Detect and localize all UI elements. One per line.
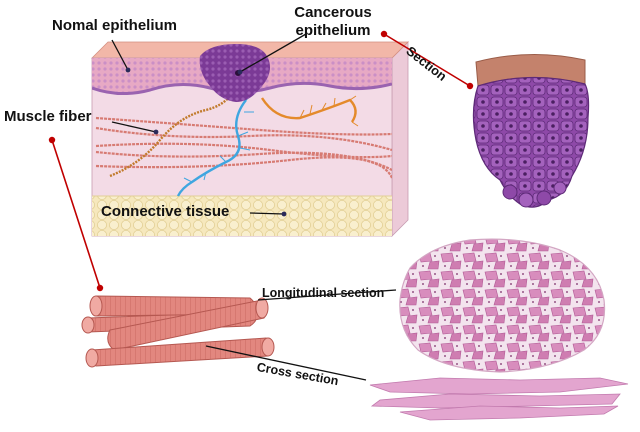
dermis-muscle-fibers <box>95 116 392 179</box>
red-connectors <box>51 33 471 289</box>
pointer-dot-tumor <box>237 69 243 75</box>
pointer-dot-epithelium <box>125 67 131 73</box>
red-dot-muscle-start <box>48 136 56 144</box>
tumor-section <box>472 53 590 208</box>
nerve-orange-right <box>260 97 357 123</box>
label-connective-tissue: Connective tissue <box>101 203 230 220</box>
muscle-fiber-bundle <box>81 295 275 368</box>
pointer-lines <box>111 33 397 381</box>
label-normal-epithelium: Nomal epithelium <box>52 17 178 34</box>
label-cancerous-epithelium: Cancerous epithelium <box>278 4 388 40</box>
label-cancerous-line1: Cancerous <box>294 4 372 21</box>
longitudinal-section-tissue <box>399 238 606 373</box>
red-dot-muscle-end <box>96 284 104 292</box>
pointer-dot-connective <box>281 211 287 217</box>
red-dot-section-end <box>466 82 474 90</box>
label-longitudinal-section: Longitudinal section <box>262 286 385 300</box>
cancerous-tumor <box>199 44 270 102</box>
label-muscle-fiber: Muscle fiber <box>4 108 92 125</box>
cross-section-tissue <box>369 377 629 421</box>
skin-tissue-block <box>91 41 409 237</box>
red-dot-section-start <box>380 30 388 38</box>
label-cancerous-line2: epithelium <box>295 22 371 39</box>
nerve-orange-left <box>109 95 231 178</box>
pointer-dot-muscle <box>153 129 159 135</box>
